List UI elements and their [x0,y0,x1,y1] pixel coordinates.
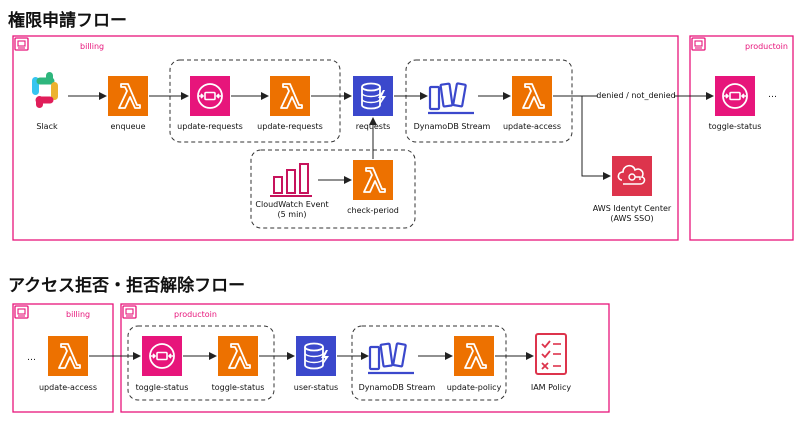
account-label-billing-top: billing [80,42,104,51]
update-access-lambda-icon-bottom [48,336,88,376]
group-update-requests [169,59,341,143]
label-cloudwatch-interval: (5 min) [278,210,307,219]
toggle-status-queue-icon [715,76,755,116]
label-toggle-status-top: toggle-status [709,122,762,131]
update-access-lambda-icon [512,76,552,116]
account-icon [691,37,706,51]
label-update-access-top: update-access [503,122,561,131]
account-label-productoin-top: productoin [745,42,788,51]
identity-center-icon [612,156,652,196]
ellipsis-bottom: … [27,353,36,363]
ellipsis-top: … [768,90,777,100]
title-permission-request-flow: 権限申請フロー [8,11,127,31]
edge-update-access-identity-center [581,96,611,180]
label-update-access-bottom: update-access [39,383,97,392]
account-icon [14,37,29,51]
cloudwatch-event-icon [270,163,312,197]
label-check-period: check-period [347,206,399,215]
group-stream-update-policy [351,325,507,401]
label-update-requests-queue: update-requests [177,122,243,131]
update-requests-lambda-icon [270,76,310,116]
account-label-productoin-bottom: productoin [174,310,217,319]
enqueue-lambda-icon [108,76,148,116]
label-identity-center: AWS Identyt Center [593,204,672,213]
dynamodb-stream-icon [428,82,474,115]
account-icon [122,305,137,319]
label-update-policy: update-policy [447,383,502,392]
dynamodb-stream-icon-bottom [368,342,414,375]
account-billing-top [12,35,679,241]
label-update-requests-fn: update-requests [257,122,323,131]
check-period-lambda-icon [353,160,393,200]
label-toggle-status-queue: toggle-status [136,383,189,392]
update-requests-queue-icon [190,76,230,116]
update-policy-lambda-icon [454,336,494,376]
account-icon [14,305,29,319]
toggle-status-lambda-icon [218,336,258,376]
group-stream-update-access [405,59,573,143]
label-enqueue: enqueue [110,122,145,131]
label-identity-center-sso: (AWS SSO) [610,214,653,223]
account-productoin-top [689,35,794,241]
label-dynamodb-stream-bottom: DynamoDB Stream [359,383,436,392]
user-status-dynamodb-icon [296,336,336,376]
label-toggle-status-fn: toggle-status [212,383,265,392]
requests-dynamodb-icon [353,76,393,116]
top-flow-edges [68,92,714,184]
label-slack: Slack [36,122,58,131]
account-label-billing-bottom: billing [66,310,90,319]
group-toggle-status [127,325,275,401]
label-cloudwatch-event: CloudWatch Event [255,200,328,209]
title-access-deny-flow: アクセス拒否・拒否解除フロー [8,276,246,296]
group-check-period [250,149,416,229]
slack-icon [32,72,58,108]
label-dynamodb-stream-top: DynamoDB Stream [414,122,491,131]
account-billing-bottom [12,303,114,413]
toggle-status-queue-icon-bottom [142,336,182,376]
iam-policy-icon [535,333,567,375]
edge-label-bg [598,89,674,101]
edge-label-denied: denied / not_denied [596,91,675,100]
account-productoin-bottom [120,303,610,413]
label-iam-policy: IAM Policy [531,383,572,392]
label-user-status: user-status [294,383,338,392]
